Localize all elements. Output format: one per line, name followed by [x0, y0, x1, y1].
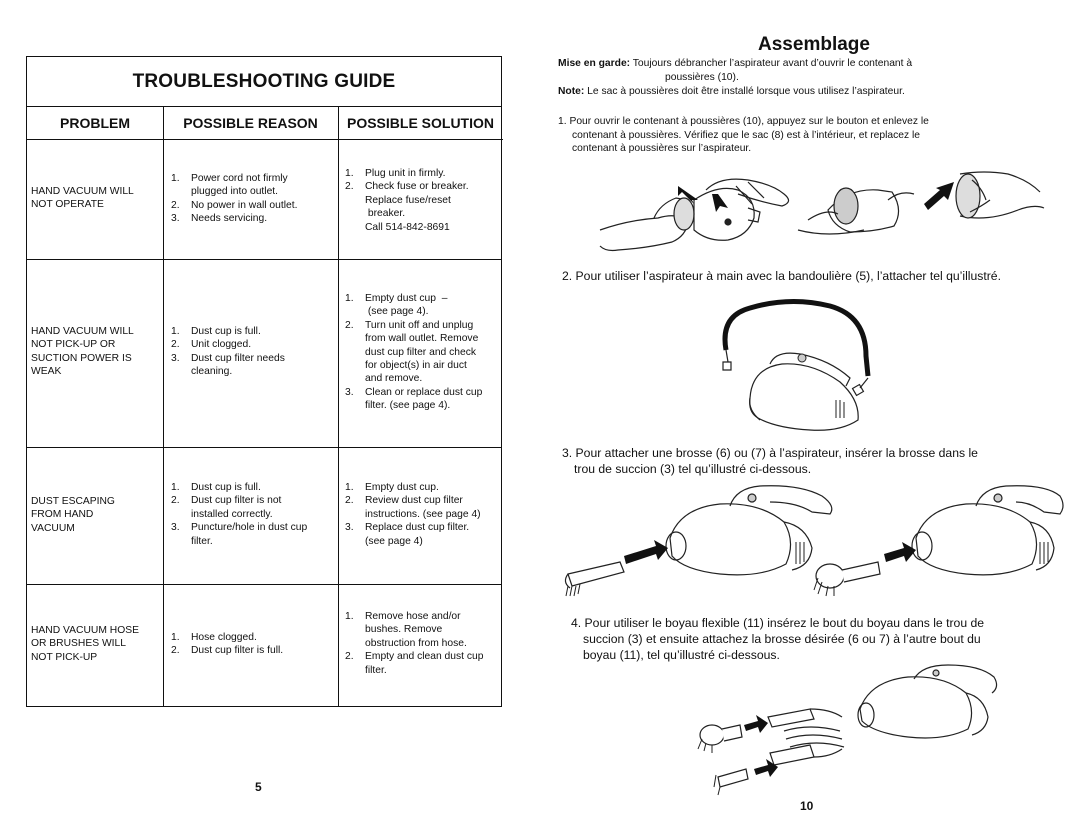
dust-cup-removal-illustration	[588, 160, 1048, 260]
troubleshooting-title: TROUBLESHOOTING GUIDE	[27, 57, 501, 107]
column-divider	[163, 107, 164, 706]
step-4-text: 4. Pour utiliser le boyau flexible (11) …	[571, 616, 985, 662]
reason-list-2: 1.Dust cup is full. 2.Unit clogged. 3.Du…	[165, 325, 337, 379]
header-possible-solution: POSSIBLE SOLUTION	[338, 107, 503, 140]
problem-line: DUST ESCAPING	[31, 496, 115, 507]
flexible-hose-illustration	[660, 665, 1000, 797]
list-item: 2.Unit clogged.	[171, 339, 252, 351]
problem-cell-1: HAND VACUUM WILL NOT OPERATE	[31, 185, 161, 212]
step-1-text: 1. Pour ouvrir le contenant à poussières…	[558, 116, 929, 154]
problem-line: WEAK	[31, 366, 62, 378]
troubleshooting-page: TROUBLESHOOTING GUIDE PROBLEM POSSIBLE R…	[26, 56, 503, 794]
column-divider	[338, 107, 339, 706]
row-divider	[27, 447, 501, 448]
list-item: 1.Plug unit in firmly.	[345, 168, 446, 179]
problem-cell-3: DUST ESCAPING FROM HAND VACUUM	[31, 495, 161, 535]
list-item: 1.Empty dust cup.	[345, 482, 439, 493]
solution-list-3: 1.Empty dust cup. 2.Review dust cup filt…	[339, 481, 502, 548]
problem-line: NOT OPERATE	[31, 199, 104, 211]
arrow-icon	[924, 182, 954, 210]
arrow-icon	[624, 540, 668, 564]
page-number: 10	[800, 799, 814, 813]
note-label: Note:	[558, 86, 585, 97]
problem-line: FROM HAND	[31, 509, 94, 521]
warning-paragraph: Mise en garde: Toujours débrancher l’asp…	[558, 58, 913, 83]
page-number: 5	[255, 780, 262, 794]
list-item: 1.Hose clogged.	[171, 632, 257, 643]
list-item: 2.No power in wall outlet.	[171, 199, 298, 211]
troubleshooting-table: TROUBLESHOOTING GUIDE PROBLEM POSSIBLE R…	[26, 56, 503, 707]
list-item: 1.Dust cup is full.	[171, 482, 261, 493]
assembly-page: Assemblage Mise en garde: Toujours débra…	[540, 0, 1080, 834]
problem-line: NOT PICK-UP	[31, 651, 98, 663]
header-problem: PROBLEM	[27, 107, 163, 140]
step-2-text: 2. Pour utiliser l’aspirateur à main ave…	[562, 269, 1001, 283]
problem-cell-4: HAND VACUUM HOSE OR BRUSHES WILL NOT PIC…	[31, 624, 161, 664]
arrow-icon	[744, 715, 768, 733]
list-item: 2.Check fuse or breaker.Replace fuse/res…	[345, 181, 469, 233]
row-divider	[27, 259, 501, 260]
header-possible-reason: POSSIBLE REASON	[163, 107, 338, 140]
reason-list-3: 1.Dust cup is full. 2.Dust cup filter is…	[165, 481, 337, 548]
solution-list-1: 1.Plug unit in firmly. 2.Check fuse or b…	[339, 167, 502, 234]
warning-label: Mise en garde:	[558, 58, 631, 69]
reason-list-4: 1.Hose clogged. 2.Dust cup filter is ful…	[165, 631, 337, 658]
list-item: 3.Needs servicing.	[171, 213, 268, 225]
list-item: 1.Empty dust cup – (see page 4).	[345, 293, 448, 318]
arrow-icon	[754, 759, 778, 777]
problem-line: HAND VACUUM WILL	[31, 326, 134, 337]
note-paragraph: Note: Le sac à poussières doit être inst…	[558, 86, 905, 97]
brush-attachment-illustration	[560, 478, 1070, 602]
list-item: 1.Dust cup is full.	[171, 326, 261, 337]
step-3-text: 3. Pour attacher une brosse (6) ou (7) à…	[562, 446, 978, 476]
problem-line: HAND VACUUM HOSE	[31, 625, 139, 636]
problem-line: NOT PICK-UP OR	[31, 339, 116, 351]
solution-list-2: 1.Empty dust cup – (see page 4). 2.Turn …	[339, 292, 502, 413]
problem-line: HAND VACUUM WILL	[31, 186, 134, 197]
arrow-icon	[712, 194, 728, 212]
problem-line: SUCTION POWER IS	[31, 352, 132, 364]
problem-cell-2: HAND VACUUM WILL NOT PICK-UP OR SUCTION …	[31, 325, 161, 379]
assembly-title: Assemblage	[758, 34, 870, 55]
problem-line: VACUUM	[31, 522, 75, 534]
shoulder-strap-illustration	[690, 296, 900, 436]
arrow-icon	[884, 542, 916, 562]
list-item: 3.Replace dust cup filter.(see page 4)	[345, 522, 470, 547]
arrow-icon	[678, 186, 698, 204]
problem-line: OR BRUSHES WILL	[31, 638, 126, 650]
row-divider	[27, 584, 501, 585]
list-item: 2.Dust cup filter is full.	[171, 645, 284, 657]
